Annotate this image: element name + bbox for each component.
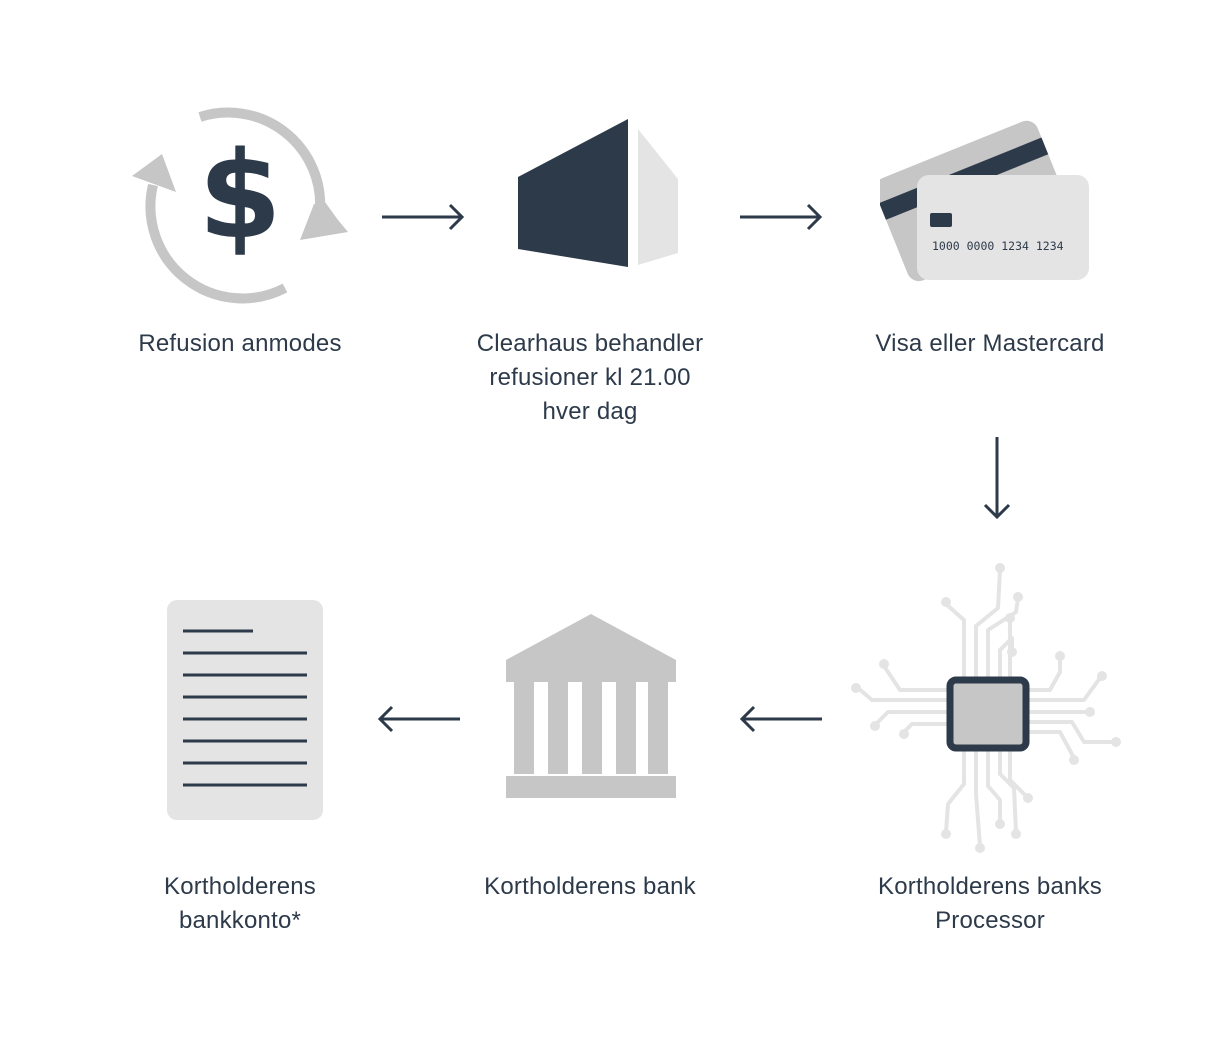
step-card-network-label: Visa eller Mastercard — [875, 330, 1105, 357]
clearhaus-logo-icon — [518, 119, 678, 267]
arrow-right-icon — [740, 203, 823, 231]
svg-text:$: $ — [198, 127, 282, 266]
chip-circuit-icon — [851, 563, 1121, 853]
dollar-refresh-icon: $ — [132, 107, 348, 304]
arrow-left-icon — [739, 705, 822, 733]
step-issuer-processor-label: Kortholderens banks Processor — [878, 873, 1102, 934]
credit-card-icon: 1000 0000 1234 1234 — [880, 120, 1089, 282]
step-issuer-bank-label: Kortholderens bank — [484, 873, 696, 900]
card-number: 1000 0000 1234 1234 — [932, 239, 1064, 253]
arrow-down-icon — [983, 437, 1011, 520]
arrow-right-icon — [382, 203, 465, 231]
step-cardholder-account-label: Kortholderens bankkonto* — [163, 873, 317, 934]
step-clearhaus-label: Clearhaus behandler refusioner kl 21.00 … — [476, 330, 704, 425]
arrow-left-icon — [377, 705, 460, 733]
bank-building-icon — [506, 614, 676, 798]
document-icon — [167, 600, 323, 820]
step-refund-requested-label: Refusion anmodes — [138, 330, 342, 357]
